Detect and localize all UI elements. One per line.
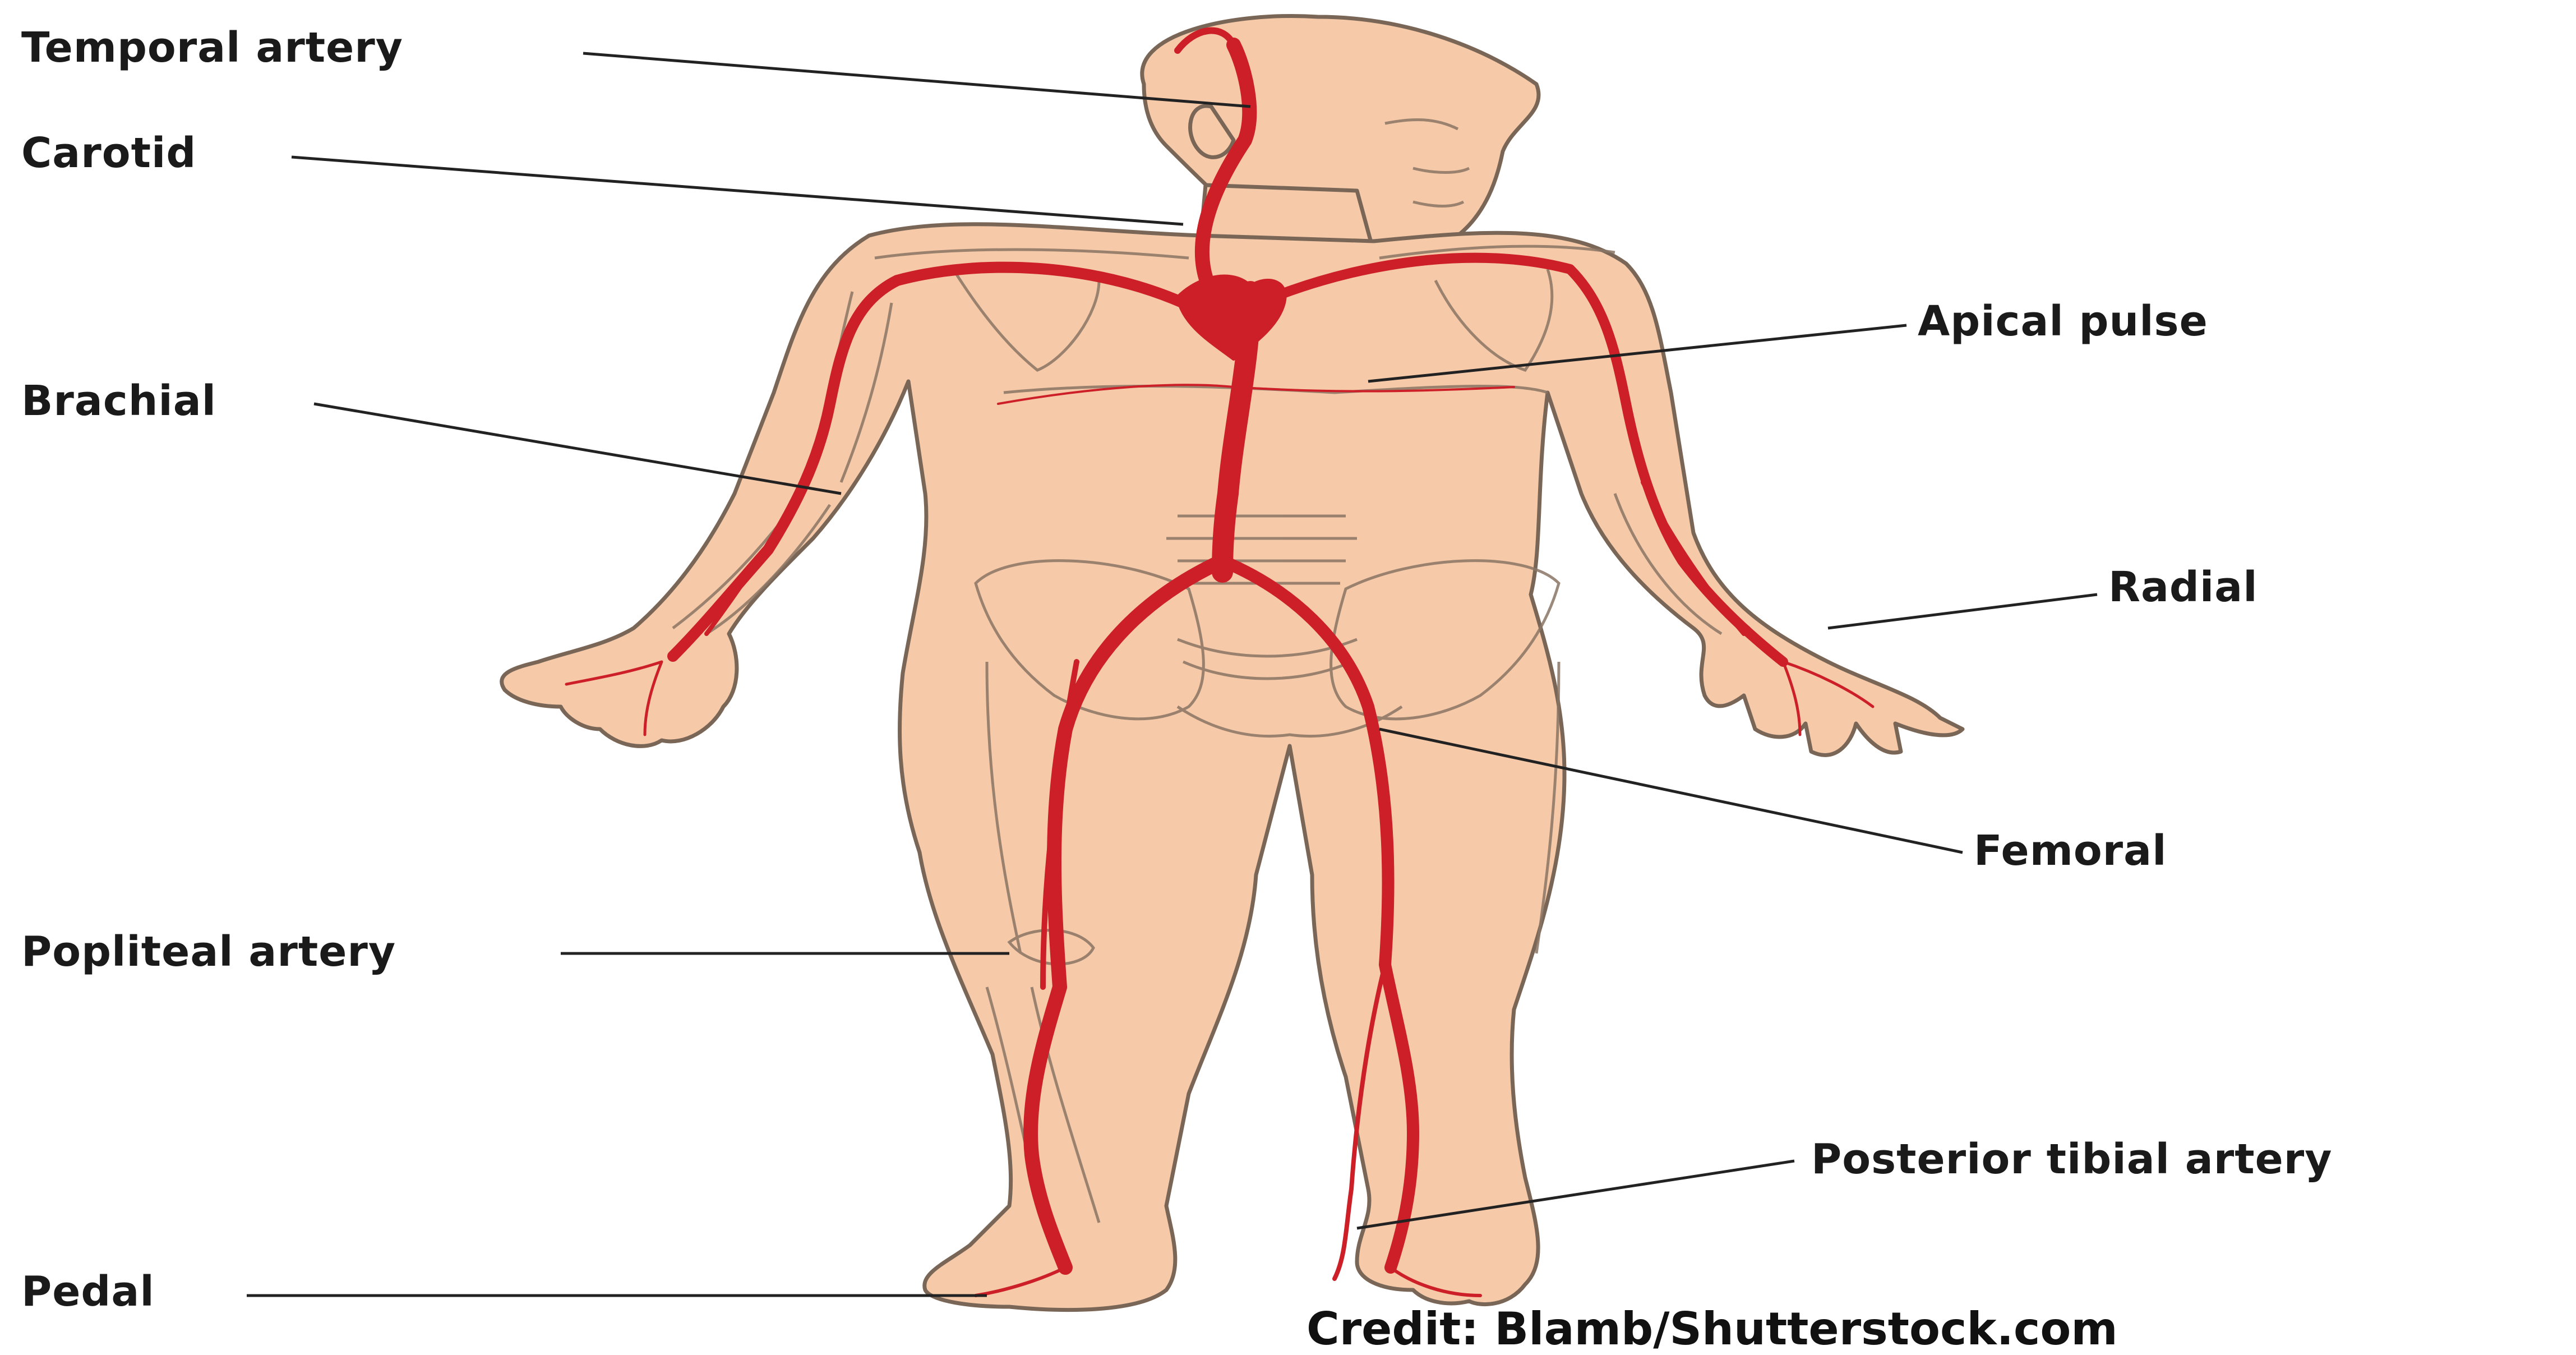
label-popliteal-artery: Popliteal artery [21,931,396,973]
credit-watermark: Credit: Blamb/Shutterstock.com [1307,1307,2118,1352]
label-carotid: Carotid [21,132,196,174]
leader-carotid [292,157,1183,224]
label-femoral: Femoral [1974,830,2167,872]
label-apical-pulse: Apical pulse [1918,301,2208,342]
label-posterior-tibial-artery: Posterior tibial artery [1811,1139,2333,1180]
label-brachial: Brachial [21,380,216,422]
leader-radial [1828,594,2097,628]
label-pedal: Pedal [21,1271,155,1312]
label-radial: Radial [2108,566,2258,608]
body-silhouette [502,16,1963,1310]
label-temporal-artery: Temporal artery [21,27,403,68]
